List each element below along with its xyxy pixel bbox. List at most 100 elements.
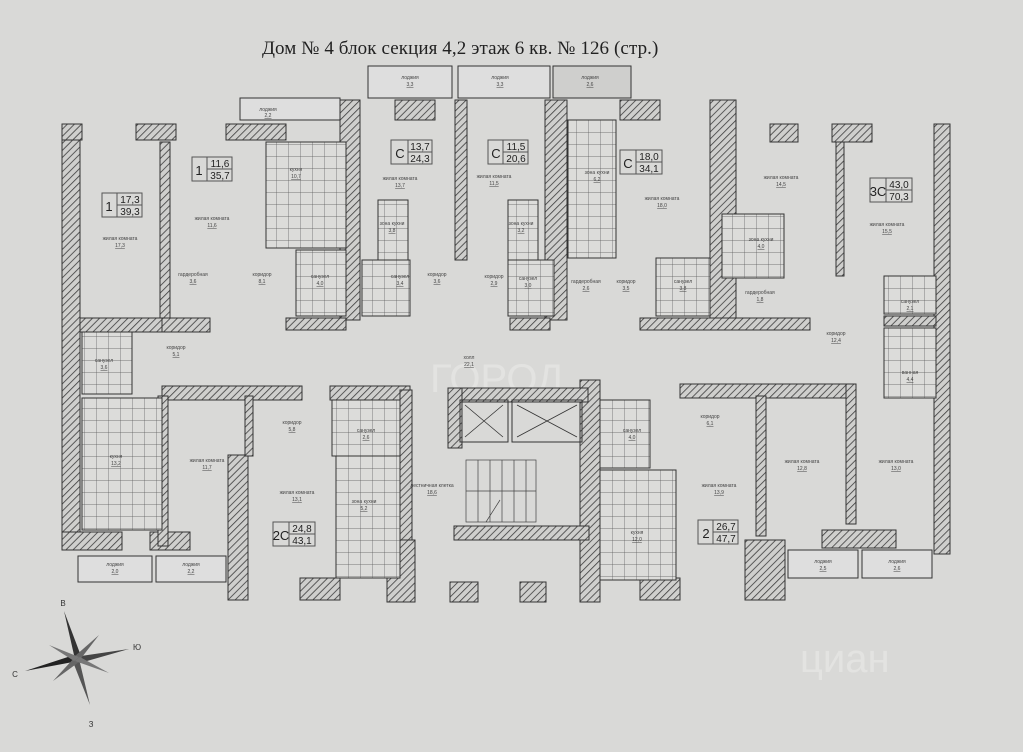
svg-text:13,0: 13,0 xyxy=(891,466,901,472)
apt-tag-c2: С 11,520,6 xyxy=(487,139,529,165)
svg-text:3,8: 3,8 xyxy=(389,228,396,234)
svg-text:гардеробная: гардеробная xyxy=(745,290,775,296)
outer-walls xyxy=(61,99,951,603)
svg-text:3С: 3С xyxy=(870,184,887,199)
svg-text:коридор: коридор xyxy=(252,272,271,278)
svg-text:3,3: 3,3 xyxy=(497,82,504,88)
svg-text:3,6: 3,6 xyxy=(101,365,108,371)
svg-text:ванная: ванная xyxy=(902,370,919,376)
svg-text:13,7: 13,7 xyxy=(410,142,430,153)
svg-text:4,4: 4,4 xyxy=(907,377,914,383)
svg-text:санузел: санузел xyxy=(391,274,409,280)
svg-text:лестничная клетка: лестничная клетка xyxy=(410,483,454,489)
svg-text:жилая комната: жилая комната xyxy=(645,196,680,202)
svg-text:2: 2 xyxy=(702,526,709,541)
svg-text:22,1: 22,1 xyxy=(464,362,474,368)
svg-text:лоджия: лоджия xyxy=(581,75,599,81)
svg-text:39,3: 39,3 xyxy=(120,207,140,218)
svg-text:жилая комната: жилая комната xyxy=(103,236,138,242)
svg-text:гардеробная: гардеробная xyxy=(571,279,601,285)
svg-text:11,5: 11,5 xyxy=(507,142,526,153)
svg-text:2,2: 2,2 xyxy=(265,113,272,119)
svg-text:13,2: 13,2 xyxy=(111,461,121,467)
svg-text:зона кухни: зона кухни xyxy=(585,170,610,176)
svg-text:жилая комната: жилая комната xyxy=(195,216,230,222)
svg-text:В: В xyxy=(60,599,65,608)
svg-text:3,8: 3,8 xyxy=(680,286,687,292)
svg-text:санузел: санузел xyxy=(674,279,692,285)
svg-text:С: С xyxy=(491,146,500,161)
svg-text:зона кухни: зона кухни xyxy=(509,221,534,227)
watermark-cian: циан xyxy=(800,637,890,681)
svg-text:70,3: 70,3 xyxy=(889,192,909,203)
svg-text:коридор: коридор xyxy=(427,272,446,278)
svg-text:2,5: 2,5 xyxy=(820,566,827,572)
svg-text:санузел: санузел xyxy=(357,428,375,434)
svg-text:43,1: 43,1 xyxy=(292,536,312,547)
svg-text:лоджия: лоджия xyxy=(814,559,832,565)
svg-text:5,1: 5,1 xyxy=(173,352,180,358)
compass-rose-icon: В Ю С З xyxy=(12,599,141,729)
svg-text:2С: 2С xyxy=(273,528,290,543)
svg-text:3,4: 3,4 xyxy=(397,281,404,287)
svg-text:жилая комната: жилая комната xyxy=(477,174,512,180)
svg-text:10,7: 10,7 xyxy=(291,174,301,180)
svg-text:лоджия: лоджия xyxy=(491,75,509,81)
svg-text:18,6: 18,6 xyxy=(427,490,437,496)
svg-text:8,1: 8,1 xyxy=(259,279,266,285)
svg-text:18,0: 18,0 xyxy=(657,203,667,209)
svg-text:5,2: 5,2 xyxy=(361,506,368,512)
svg-text:15,5: 15,5 xyxy=(882,229,892,235)
svg-text:2,9: 2,9 xyxy=(491,281,498,287)
svg-text:3,2: 3,2 xyxy=(518,228,525,234)
svg-text:11,7: 11,7 xyxy=(202,465,212,471)
svg-text:жилая комната: жилая комната xyxy=(785,459,820,465)
loggias xyxy=(77,65,933,583)
plan-title: Дом № 4 блок секция 4,2 этаж 6 кв. № 126… xyxy=(262,38,659,59)
svg-text:2,6: 2,6 xyxy=(587,82,594,88)
svg-text:кухня: кухня xyxy=(631,530,644,536)
svg-text:18,0: 18,0 xyxy=(639,152,659,163)
svg-text:С: С xyxy=(623,156,632,171)
svg-text:1: 1 xyxy=(105,199,112,214)
svg-text:20,6: 20,6 xyxy=(506,154,526,165)
svg-text:лоджия: лоджия xyxy=(182,562,200,568)
svg-text:жилая комната: жилая комната xyxy=(702,483,737,489)
svg-text:47,7: 47,7 xyxy=(716,534,736,545)
svg-text:З: З xyxy=(89,720,94,729)
svg-text:1,8: 1,8 xyxy=(757,297,764,303)
svg-text:жилая комната: жилая комната xyxy=(280,490,315,496)
svg-text:Ю: Ю xyxy=(133,643,141,652)
svg-text:санузел: санузел xyxy=(901,299,919,305)
svg-text:2,1: 2,1 xyxy=(907,306,914,312)
svg-text:жилая комната: жилая комната xyxy=(870,222,905,228)
svg-text:4,0: 4,0 xyxy=(758,244,765,250)
svg-text:1: 1 xyxy=(195,163,202,178)
svg-text:13,7: 13,7 xyxy=(395,183,405,189)
svg-text:35,7: 35,7 xyxy=(210,171,230,182)
svg-text:коридор: коридор xyxy=(826,331,845,337)
svg-text:12,4: 12,4 xyxy=(831,338,841,344)
svg-text:зона кухни: зона кухни xyxy=(352,499,377,505)
svg-text:2,0: 2,0 xyxy=(112,569,119,575)
svg-text:5,8: 5,8 xyxy=(289,427,296,433)
svg-text:24,3: 24,3 xyxy=(410,154,430,165)
svg-text:6,1: 6,1 xyxy=(707,421,714,427)
svg-text:13,1: 13,1 xyxy=(292,497,302,503)
core xyxy=(459,399,583,523)
svg-text:43,0: 43,0 xyxy=(889,180,909,191)
svg-text:4,0: 4,0 xyxy=(317,281,324,287)
svg-text:гардеробная: гардеробная xyxy=(178,272,208,278)
svg-text:лоджия: лоджия xyxy=(888,559,906,565)
svg-text:6,2: 6,2 xyxy=(594,177,601,183)
svg-text:кухня: кухня xyxy=(290,167,303,173)
svg-text:14,5: 14,5 xyxy=(776,182,786,188)
